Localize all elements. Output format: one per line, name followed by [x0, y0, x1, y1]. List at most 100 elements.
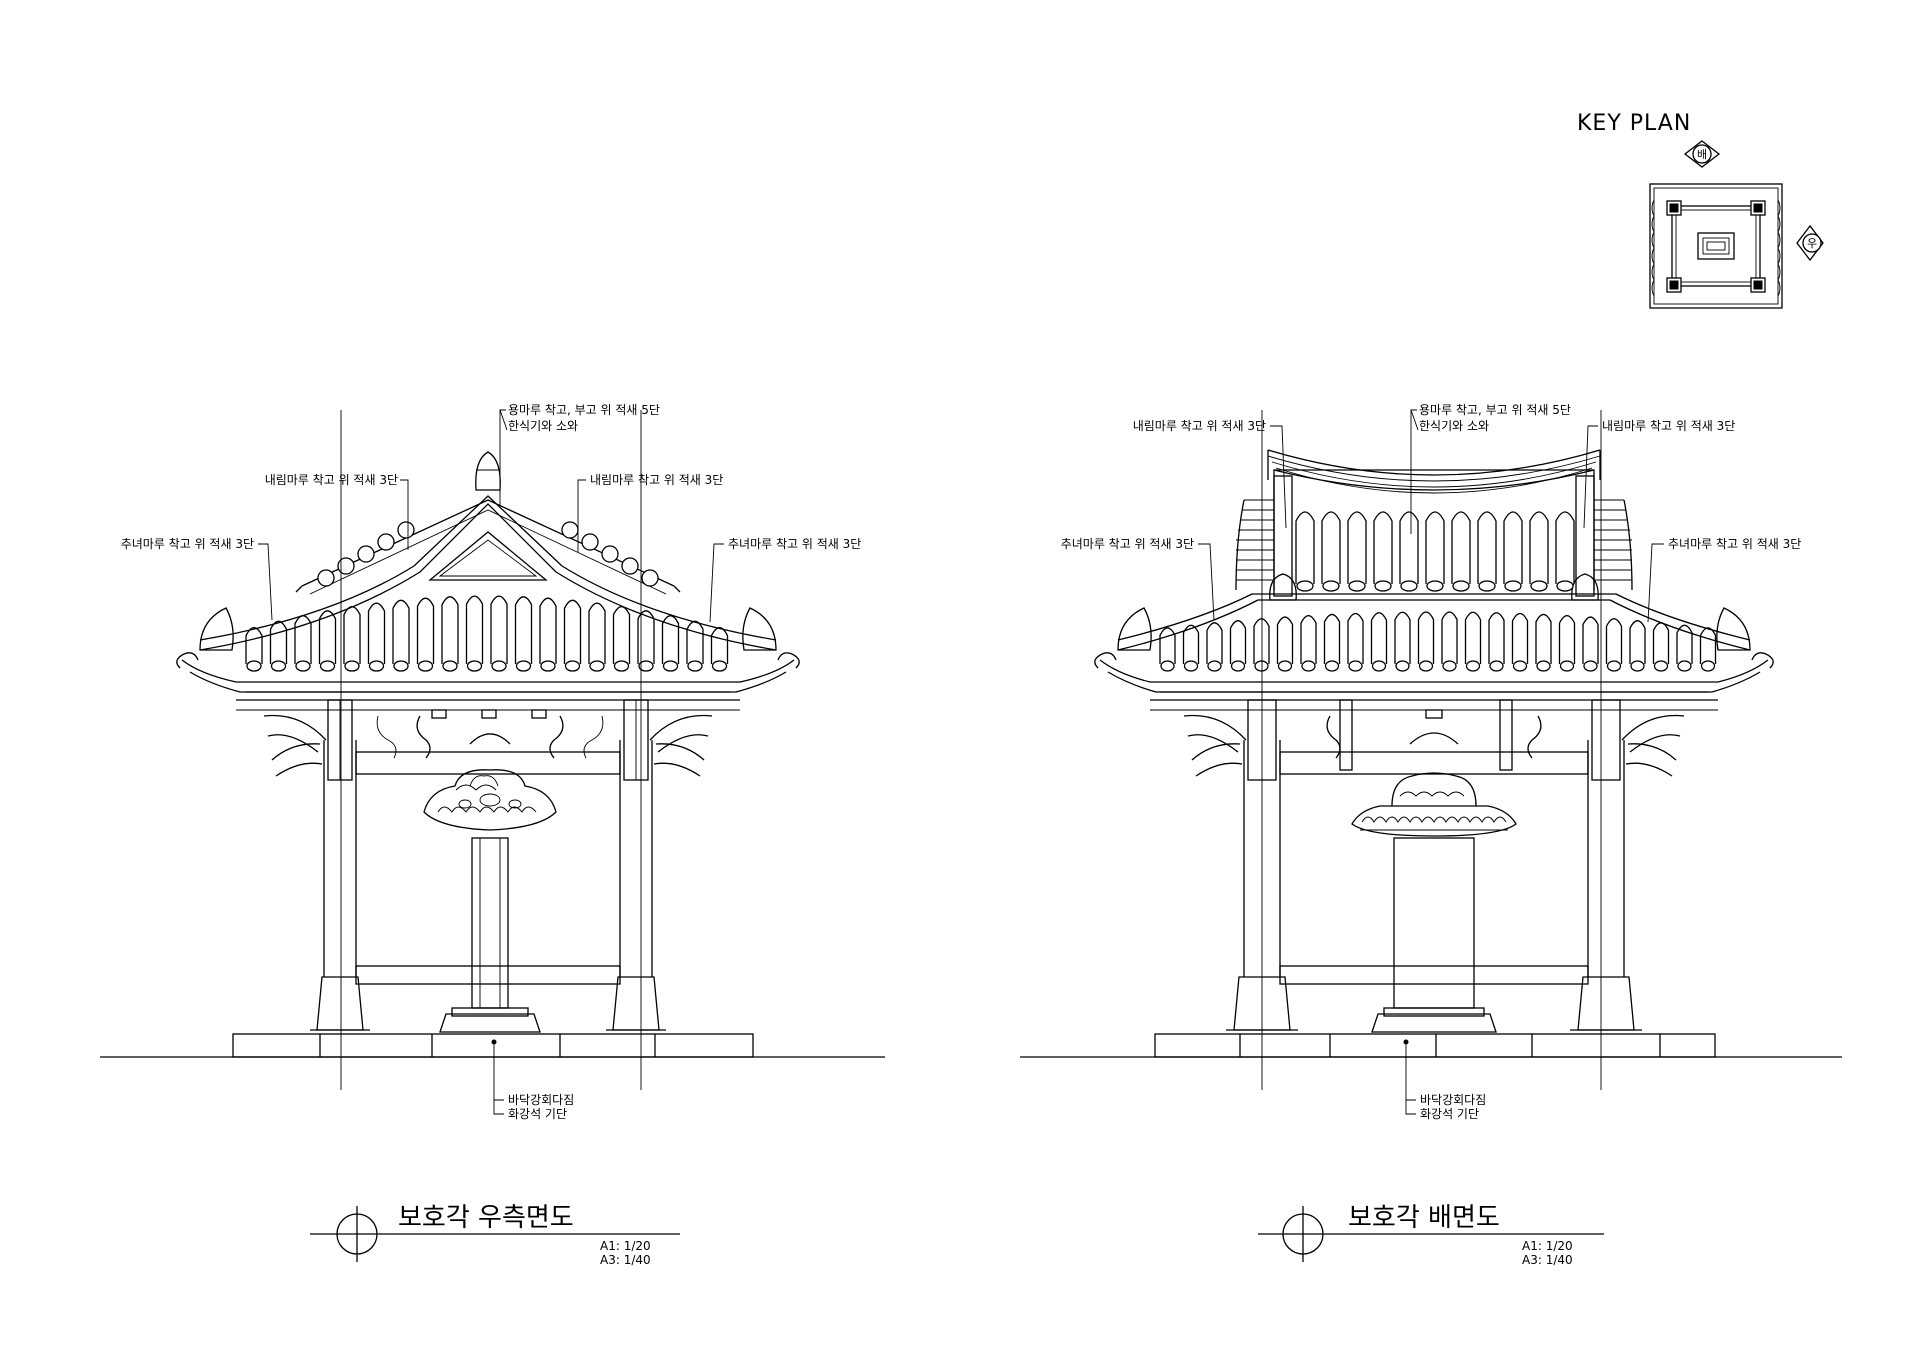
- tile-end: [1536, 660, 1551, 672]
- roof-tile: [441, 596, 459, 664]
- tile-end: [1324, 660, 1340, 672]
- roof-tile: [1488, 612, 1505, 664]
- view-title-block: 보호각 우측면도 A1: 1/20 A3: 1/40: [310, 1203, 680, 1267]
- tile-end: [1348, 580, 1366, 592]
- tile-end: [1583, 660, 1598, 672]
- roof-tile: [1582, 616, 1599, 664]
- roof-tile: [539, 597, 557, 664]
- roof-tile: [1373, 511, 1393, 584]
- roof-tile: [392, 599, 410, 664]
- tile-end: [1348, 660, 1363, 672]
- roof-tile: [588, 602, 606, 664]
- roof-tile: [490, 595, 508, 664]
- scale-a1: A1: 1/20: [1522, 1239, 1573, 1253]
- tile-end: [417, 660, 434, 672]
- tile-end: [1530, 580, 1548, 592]
- roof-tile: [1323, 613, 1341, 664]
- hip-ornament: [357, 545, 375, 563]
- roof-tile: [1676, 624, 1693, 664]
- roof-tile: [1555, 511, 1575, 584]
- roof-tile: [465, 595, 484, 664]
- roof-tile: [1464, 611, 1482, 664]
- tile-end: [1296, 580, 1314, 592]
- elevation-right-side: 용마루 착고, 부고 위 적새 5단 한식기와 소와 내림마루 착고 위 적새 …: [100, 403, 885, 1267]
- roof-tile: [1605, 618, 1623, 664]
- label-corner-right: 추녀마루 착고 위 적새 3단: [728, 537, 861, 551]
- label-hip-left: 내림마루 착고 위 적새 3단: [1133, 419, 1266, 433]
- rear-marker-label: 배: [1697, 148, 1707, 161]
- view-title: 보호각 배면도: [1348, 1203, 1500, 1233]
- stone-base: [1154, 1033, 1716, 1058]
- label-corner-left: 추녀마루 착고 위 적새 3단: [121, 537, 254, 551]
- tile-end: [270, 660, 287, 672]
- bracket-frieze: [236, 691, 740, 781]
- tile-end: [1677, 660, 1692, 672]
- label-corner-left: 추녀마루 착고 위 적새 3단: [1061, 537, 1194, 551]
- roof-tile: [1229, 620, 1247, 664]
- tile-end: [1559, 660, 1575, 672]
- tile-end: [393, 660, 409, 672]
- tile-end: [1630, 660, 1645, 672]
- roof-tile: [1300, 614, 1317, 664]
- roof-tile: [1347, 511, 1367, 584]
- tile-end: [515, 660, 532, 672]
- roof-tile: [1253, 618, 1270, 664]
- roof-tile: [1535, 613, 1552, 664]
- relic-ornament: [1351, 772, 1517, 837]
- tile-end: [246, 660, 262, 672]
- right-marker-label: 우: [1807, 237, 1817, 250]
- tile-end: [466, 660, 483, 672]
- tile-end: [1700, 660, 1716, 672]
- roof-tile: [1503, 511, 1523, 584]
- tile-end: [1322, 580, 1340, 592]
- roof-tile: [612, 605, 631, 664]
- tile-end: [368, 660, 385, 672]
- tile-end: [711, 660, 728, 672]
- callouts: 용마루 착고, 부고 위 적새 5단 한식기와 소와 내림마루 착고 위 적새 …: [1061, 403, 1802, 1121]
- roof-tile: [1441, 611, 1458, 664]
- label-ridge-1: 용마루 착고, 부고 위 적새 5단: [1419, 403, 1571, 417]
- roof-tile: [245, 626, 263, 664]
- tile-end: [1183, 660, 1199, 672]
- label-hip-left: 내림마루 착고 위 적새 3단: [265, 473, 398, 487]
- tile-end: [613, 660, 630, 672]
- tile-end: [540, 660, 556, 672]
- roof-tile: [1425, 511, 1445, 584]
- tile-end: [295, 660, 311, 672]
- key-plan: KEY PLAN 배 우: [1577, 111, 1824, 309]
- roof-tile: [343, 605, 361, 664]
- roof-tile: [661, 615, 680, 664]
- tile-end: [1374, 580, 1392, 592]
- roof-tile: [1477, 511, 1497, 584]
- tile-end: [491, 660, 507, 672]
- tile-end: [1301, 660, 1316, 672]
- roof-tile: [1394, 611, 1411, 664]
- roof-tile: [1159, 627, 1176, 664]
- roof-tile: [1629, 620, 1646, 664]
- rear-view-marker: 배: [1683, 140, 1721, 168]
- tile-end: [1207, 660, 1222, 672]
- roof-tile: [514, 596, 533, 664]
- roof-tile: [1511, 612, 1529, 664]
- tile-end: [687, 660, 703, 672]
- key-plan-drawing: [1649, 183, 1783, 309]
- label-base-1: 바닥강회다짐: [1420, 1093, 1486, 1107]
- callouts: 용마루 착고, 부고 위 적새 5단 한식기와 소와 내림마루 착고 위 적새 …: [121, 403, 862, 1121]
- label-hip-right: 내림마루 착고 위 적새 3단: [1602, 419, 1735, 433]
- hip-ornament: [641, 569, 659, 587]
- tile-end: [1418, 660, 1434, 672]
- roof-tile: [416, 597, 435, 664]
- label-hip-right: 내림마루 착고 위 적새 3단: [590, 473, 723, 487]
- tile-end: [1400, 580, 1418, 592]
- roof-slopes: [1117, 449, 1751, 651]
- scale-a3: A3: 1/40: [1522, 1253, 1573, 1267]
- rafter-ends: [181, 659, 795, 693]
- tile-end: [1504, 580, 1522, 592]
- relic-ornament: [423, 769, 557, 831]
- right-view-marker: 우: [1796, 224, 1824, 262]
- roof-tile: [1451, 511, 1471, 584]
- tile-end: [1556, 580, 1574, 592]
- roof-tile: [269, 620, 288, 664]
- view-title-block: 보호각 배면도 A1: 1/20 A3: 1/40: [1258, 1203, 1604, 1267]
- roof-tile: [1295, 511, 1315, 584]
